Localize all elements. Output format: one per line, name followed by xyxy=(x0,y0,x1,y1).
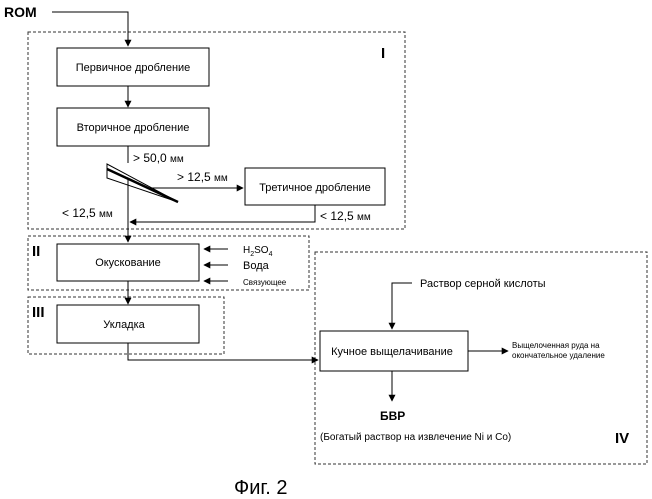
binder-input-label: Связующее xyxy=(243,278,287,287)
stacking-to-leaching-arrow xyxy=(128,343,318,360)
primary-crushing-label: Первичное дробление xyxy=(76,62,191,74)
rom-feed-arrow xyxy=(52,12,128,46)
tertiary-return-line xyxy=(130,205,315,222)
acid-solution-label: Раствор серной кислоты xyxy=(420,278,546,290)
size-label-over-12-5: > 12,5 мм xyxy=(177,170,228,184)
size-label-over-50: > 50,0 мм xyxy=(133,151,184,165)
acid-solution-arrow xyxy=(392,283,412,329)
pls-title: БВР xyxy=(380,409,405,423)
pls-description: (Богатый раствор на извлечение Ni и Co) xyxy=(320,432,511,443)
zone-iii-label: III xyxy=(32,304,45,321)
water-input-label: Вода xyxy=(243,260,270,272)
screen-deck-line xyxy=(107,169,178,202)
tertiary-crushing-label: Третичное дробление xyxy=(259,182,371,194)
secondary-crushing-label: Вторичное дробление xyxy=(77,122,190,134)
residue-label-line1: Выщелоченная руда на xyxy=(512,341,600,350)
size-label-under-12-5-right: < 12,5 мм xyxy=(320,209,371,223)
figure-caption: Фиг. 2 xyxy=(234,477,287,499)
agglomeration-label: Окускование xyxy=(95,257,161,269)
acid-input-label: H2SO4 xyxy=(243,245,273,258)
rom-label: ROM xyxy=(4,4,37,20)
size-label-under-12-5-left: < 12,5 мм xyxy=(62,206,113,220)
zone-iv-label: IV xyxy=(615,430,629,447)
zone-i-label: I xyxy=(381,45,385,62)
stacking-label: Укладка xyxy=(103,319,145,331)
heap-leaching-label: Кучное выщелачивание xyxy=(331,346,453,358)
residue-label-line2: окончательное удаление xyxy=(512,351,605,360)
zone-ii-label: II xyxy=(32,243,40,260)
